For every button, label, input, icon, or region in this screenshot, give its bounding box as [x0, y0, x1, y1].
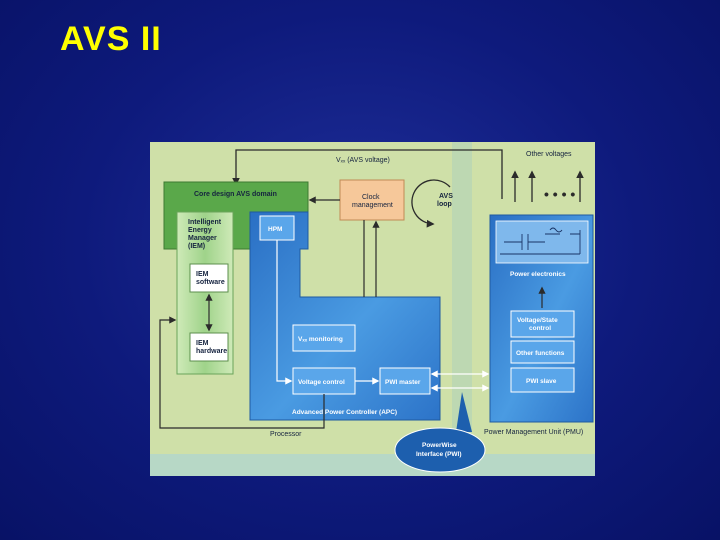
- pwi-slave-label: PWI slave: [526, 378, 557, 385]
- pwi-slave-box: [510, 367, 575, 393]
- iem-software-box: [189, 263, 229, 293]
- powerwise-pointer: [456, 392, 472, 432]
- hpm-label: HPM: [268, 226, 282, 233]
- slide-title: AVS II: [60, 20, 162, 58]
- iem-software-label: IEM software: [196, 271, 225, 286]
- clock-management-box: [339, 179, 405, 221]
- pwi-master-box: [379, 367, 431, 395]
- avs-loop-label: AVS loop: [437, 193, 455, 208]
- hpm-to-vc-path: [276, 240, 293, 385]
- vdd-line: [232, 149, 503, 199]
- voltage-ellipsis: • • • •: [544, 186, 575, 202]
- circuit-icon: [500, 227, 581, 255]
- divider-strip: [452, 142, 472, 476]
- processor-label: Processor: [270, 431, 302, 438]
- apc-label: Advanced Power Controller (APC): [292, 409, 397, 416]
- vdd-label: Vₓₓ (AVS voltage): [336, 157, 390, 164]
- avs-loop-arc: [411, 179, 451, 228]
- processor-feedback-path: [159, 316, 325, 429]
- core-domain-label: Core design AVS domain: [194, 191, 277, 198]
- voltage-state-label: Voltage/State control: [517, 317, 560, 332]
- powerwise-label: PowerWise Interface (PWI): [416, 442, 462, 458]
- hpm-box: [259, 215, 295, 241]
- voltage-control-label: Voltage control: [298, 379, 345, 386]
- voltage-state-box: [510, 310, 575, 338]
- other-voltages-label: Other voltages: [526, 151, 572, 158]
- power-electronics-label: Power electronics: [510, 271, 566, 278]
- vdd-monitoring-box: [292, 324, 356, 352]
- other-functions-box: [510, 340, 575, 364]
- iem-label: Intelligent Energy Manager (IEM): [188, 219, 223, 250]
- powerwise-bubble: [394, 427, 486, 473]
- clock-management-label: Clock management: [352, 194, 393, 209]
- other-functions-label: Other functions: [516, 350, 565, 357]
- iem-hardware-label: IEM hardware: [196, 340, 227, 355]
- pwi-master-label: PWI master: [385, 379, 421, 386]
- pmu-label: Power Management Unit (PMU): [484, 429, 583, 436]
- avs-architecture-diagram: Vₓₓ (AVS voltage) Other voltages • • • •…: [150, 142, 595, 476]
- bottom-band: [150, 454, 595, 476]
- vdd-monitoring-label: Vₓₓ monitoring: [298, 336, 343, 343]
- iem-hardware-box: [189, 332, 229, 362]
